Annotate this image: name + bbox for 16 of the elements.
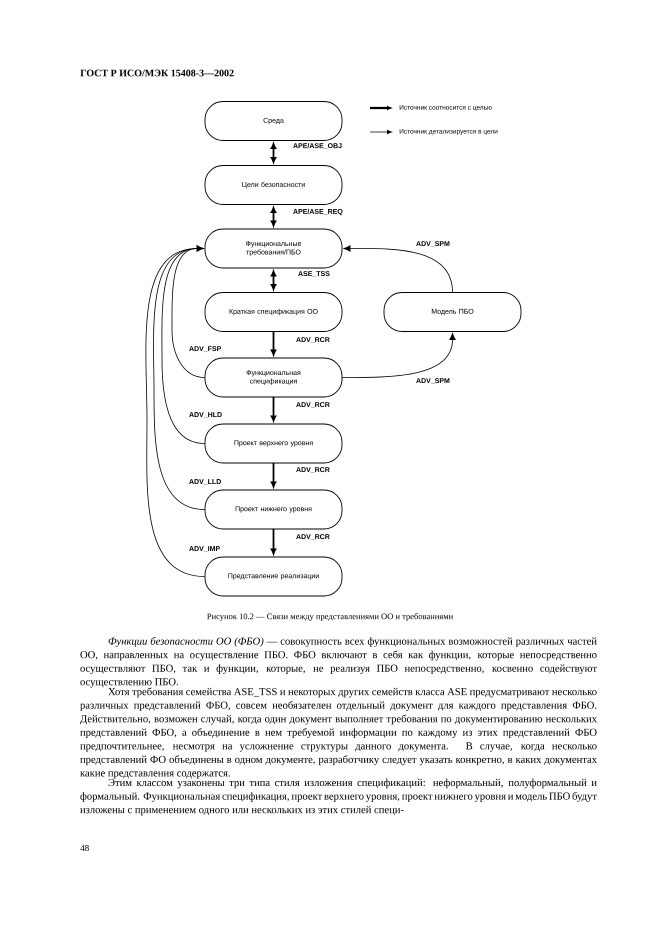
arrow — [270, 463, 276, 488]
body-paragraph: Функции безопасности ОО (ФБО) — совокупность всех функциональных возможностей различных частей ОО, направленных на осуществление ПБО. ФБО включают в себя как функции, которые непосредственно осуществляют ПБО, так и функции, которые, не реализуя ПБО непосредственно, косвенно содействуют осуществлению ПБО. — [80, 637, 597, 688]
arrow — [270, 143, 276, 163]
page-number: 48 — [80, 844, 89, 852]
arrow — [270, 397, 276, 422]
arrow — [270, 207, 276, 226]
arrow — [343, 245, 453, 292]
arrow — [270, 270, 276, 290]
arrow — [146, 245, 205, 577]
header-text: ГОСТ Р ИСО/МЭК 15408-3—2002 — [80, 70, 234, 76]
body-paragraph: Этим классом узаконены три типа стиля изложения спецификаций: неформальный, полуформальный и формальный. Функциональная спецификация, проект верхнего уровня, проект нижнего уровня и модель ПБО будут изложены с применением одного или нескольких из этих стилей специ- — [80, 778, 597, 816]
arrow — [342, 332, 456, 378]
body-paragraph: Хотя требования семейства ASE_TSS и некоторых других семейств класса ASE предусматривают несколько различных представлений ФБО, совсем необязателен отдельный документ для каждого представления ФБО. Действительно, возможен случай, когда один документ выполняет требования по документированию нескольких представлений ФБО, а объединение в нем требуемой информации по каждому из этих представлений ФБО предпочтительнее, несмотря на усложнение структуры данного документа. В случае, когда несколько представлений ФО объединены в одном документе, разработчику следует указать конкретно, в каких документах какие представления содержатся. — [80, 688, 597, 779]
arrow — [270, 529, 276, 554]
figure-caption: Рисунок 10.2 — Связи между представлениями ОО и требованиями — [207, 613, 453, 621]
arrow — [270, 332, 276, 356]
